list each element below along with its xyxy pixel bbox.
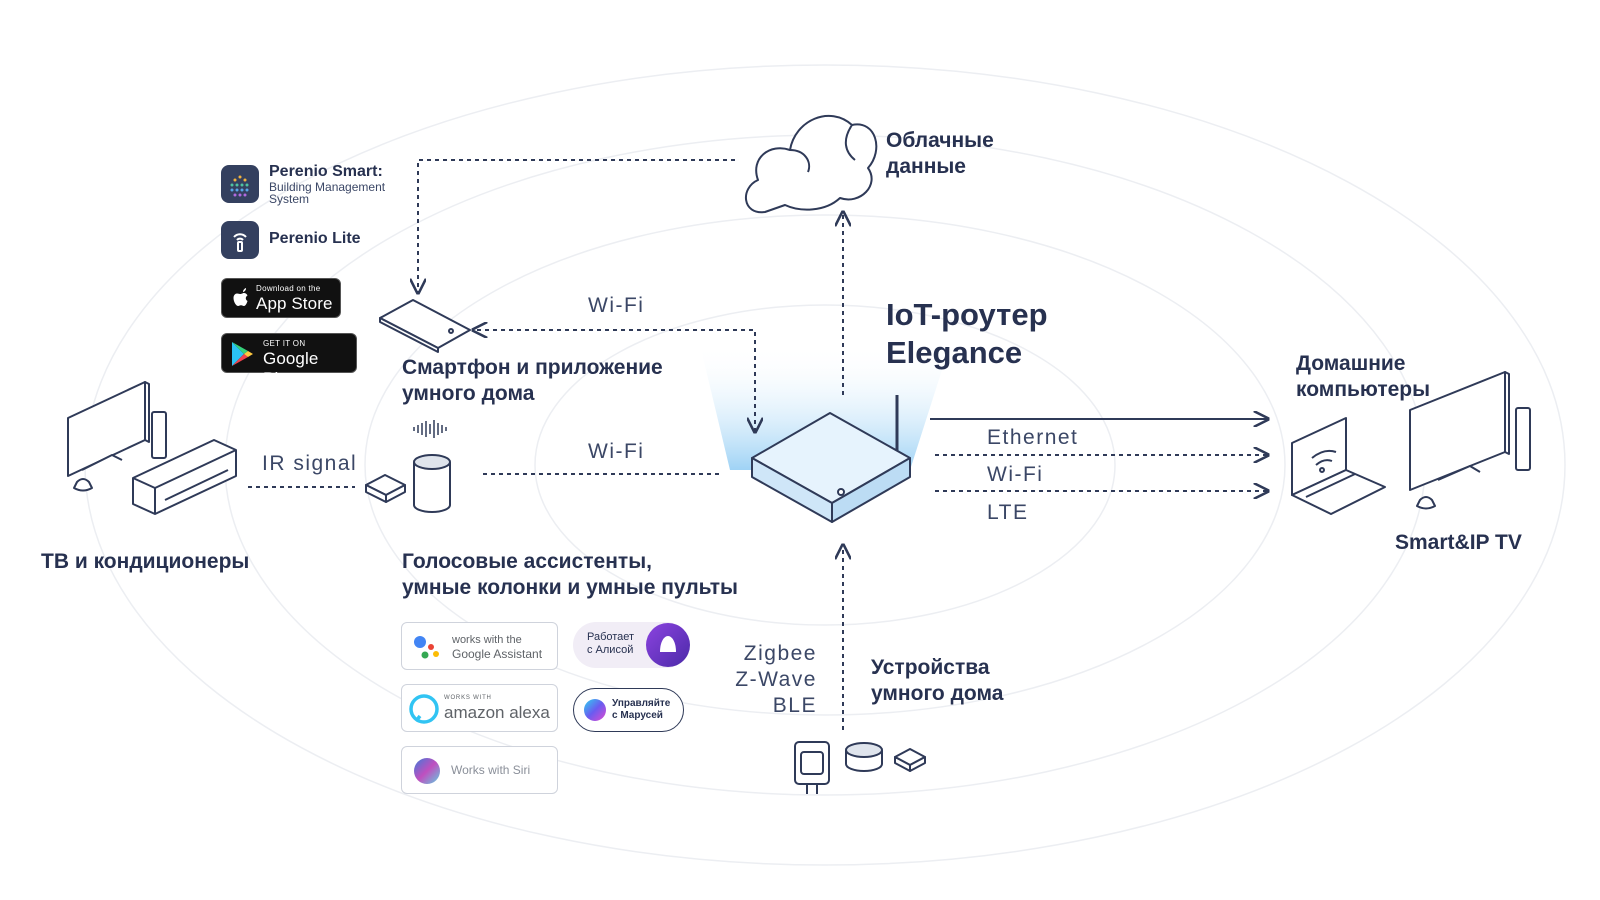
protocol-zigbee: Zigbee xyxy=(744,642,817,665)
wifi-speaker-label: Wi-Fi xyxy=(588,440,644,463)
voice-label-line2: умные колонки и умные пульты xyxy=(402,576,738,599)
wifi-pc-label: Wi-Fi xyxy=(987,463,1043,486)
cloud-label-line2: данные xyxy=(886,155,966,178)
perenio-lite-app-icon xyxy=(221,221,259,259)
google-assistant-icon xyxy=(414,636,439,659)
alice-line1: Работает xyxy=(587,631,635,643)
app-store-large-text: App Store xyxy=(256,294,333,313)
sensor-hub-icon xyxy=(845,742,883,772)
ir-signal-label: IR signal xyxy=(262,452,357,475)
door-sensor-icon xyxy=(894,748,926,772)
app-store-small-text: Download on the xyxy=(256,284,321,293)
router-title-line2: Elegance xyxy=(886,335,1022,370)
devices-label-line1: Устройства xyxy=(871,656,990,679)
cloud-label-line1: Облачные xyxy=(886,129,994,152)
alice-line2: с Алисой xyxy=(587,644,634,656)
amazon-alexa-badge: WORKS WITH amazon alexa xyxy=(401,684,558,732)
perenio-smart-app-icon xyxy=(221,165,259,203)
ethernet-label: Ethernet xyxy=(987,426,1078,449)
alexa-large-text: amazon alexa xyxy=(444,703,550,722)
devices-label-line2: умного дома xyxy=(871,682,1004,705)
sound-wave-icon xyxy=(413,420,447,438)
home-computers-label-line1: Домашние xyxy=(1296,352,1405,375)
apple-icon xyxy=(233,288,248,306)
perenio-lite-label: Perenio Lite xyxy=(269,230,361,247)
voice-label-line1: Голосовые ассистенты, xyxy=(402,550,652,573)
google-assistant-line2: Google Assistant xyxy=(452,647,543,661)
router-title-line1: IoT-роутер xyxy=(886,297,1048,332)
smart-remote-hub-icon xyxy=(365,474,406,503)
tv-ac-label: ТВ и кондиционеры xyxy=(41,550,249,573)
cloud-icon xyxy=(744,114,878,214)
marusia-icon xyxy=(584,699,606,721)
alexa-small-text: WORKS WITH xyxy=(444,695,492,701)
app-store-badge[interactable]: Download on the App Store xyxy=(221,278,341,318)
marusia-badge: Управляйте с Марусей xyxy=(573,688,684,732)
wifi-phone-line xyxy=(473,330,755,432)
alexa-icon xyxy=(409,694,439,724)
smart-tv-label: Smart&IP TV xyxy=(1395,531,1522,554)
siri-text: Works with Siri xyxy=(451,763,531,777)
google-play-badge[interactable]: GET IT ON Google Play xyxy=(221,333,357,388)
google-play-small-text: GET IT ON xyxy=(263,339,306,348)
google-assistant-badge: works with the Google Assistant xyxy=(401,622,558,670)
google-play-icon xyxy=(232,342,253,366)
home-computers-label-line2: компьютеры xyxy=(1296,378,1430,401)
computers-and-tv-icon xyxy=(1291,371,1531,515)
google-assistant-line1: works with the xyxy=(452,634,522,646)
marusia-line1: Управляйте xyxy=(612,698,671,709)
perenio-smart-title: Perenio Smart: xyxy=(269,163,383,180)
router-icon xyxy=(751,395,911,523)
protocol-ble: BLE xyxy=(773,694,817,717)
protocol-zwave: Z-Wave xyxy=(735,668,817,691)
cloud-to-phone-line xyxy=(418,159,735,293)
alice-badge: Работает с Алисой xyxy=(573,622,690,668)
connection-lines xyxy=(248,159,1268,730)
alice-icon xyxy=(646,623,690,667)
lte-label: LTE xyxy=(987,501,1028,524)
perenio-smart-sub2: System xyxy=(269,192,310,206)
perenio-smart-sub1: Building Management xyxy=(269,180,386,194)
tv-and-ac-icon xyxy=(67,381,237,515)
smartphone-icon xyxy=(379,299,471,353)
smart-plug-icon xyxy=(794,741,830,794)
smartphone-label-line2: умного дома xyxy=(402,382,535,405)
siri-badge: Works with Siri xyxy=(401,746,558,794)
google-play-large-text: Google Play xyxy=(263,349,319,388)
marusia-line2: с Марусей xyxy=(612,710,663,721)
smartphone-label-line1: Смартфон и приложение xyxy=(402,356,663,379)
siri-icon xyxy=(414,758,440,784)
smart-speaker-icon xyxy=(413,454,451,513)
wifi-phone-label: Wi-Fi xyxy=(588,294,644,317)
